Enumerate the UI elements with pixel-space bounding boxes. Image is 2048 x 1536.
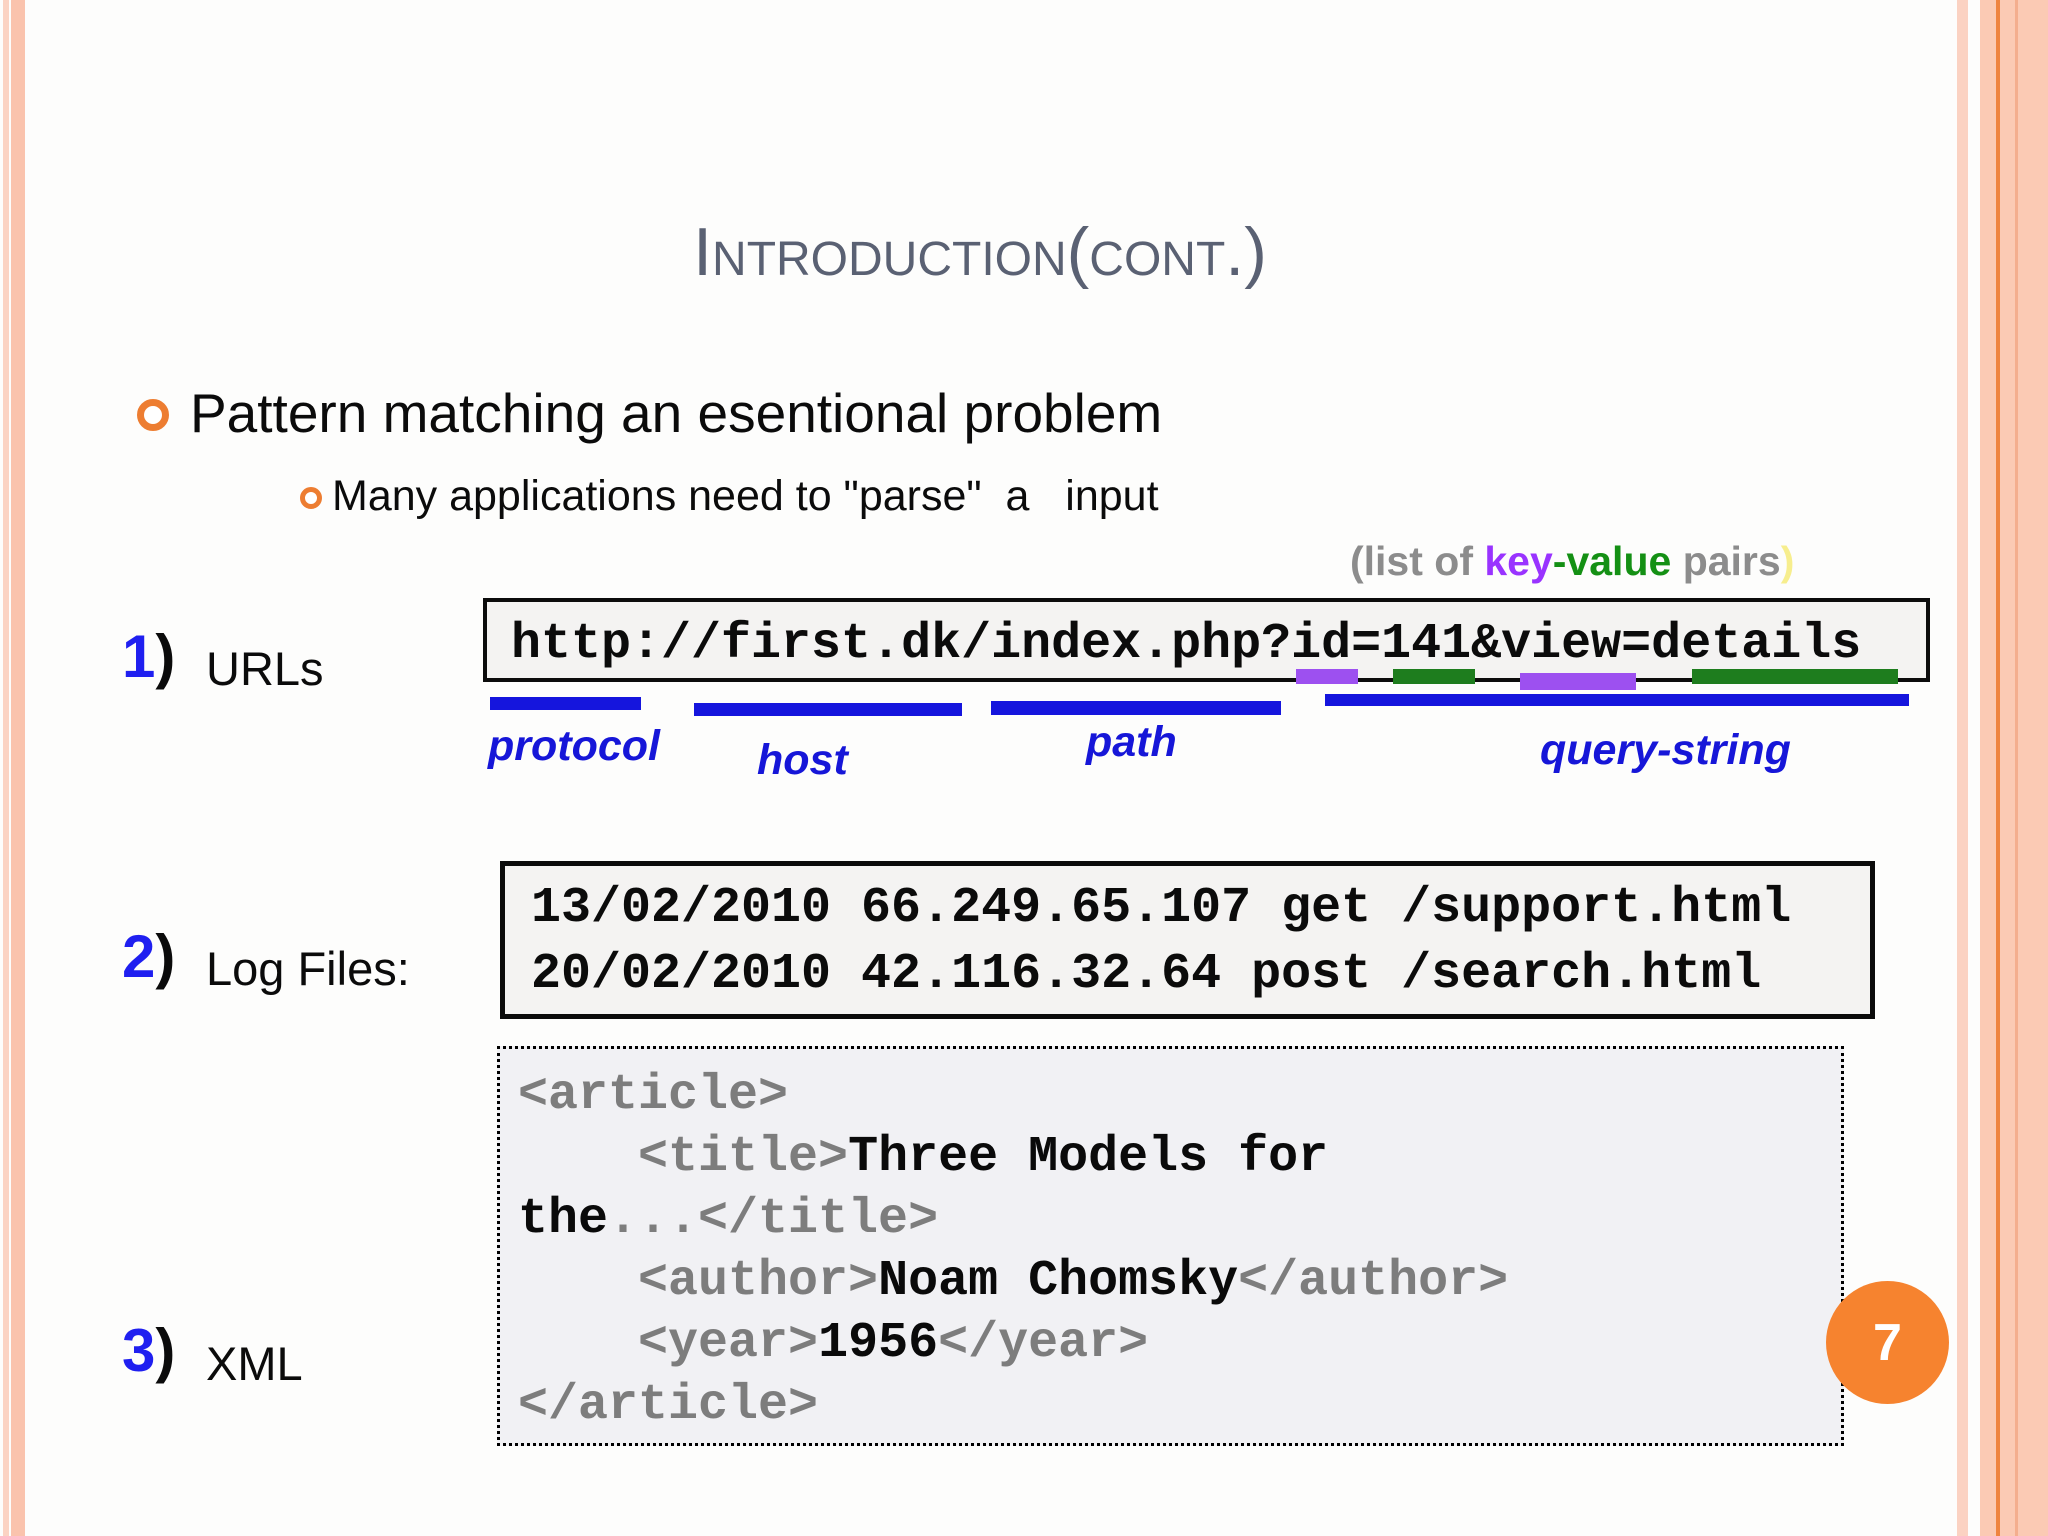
main-bullet-text: Pattern matching an esentional problem xyxy=(190,382,1163,444)
path-underline-bar xyxy=(991,701,1281,715)
xml-year-open-tag: <year> xyxy=(518,1315,819,1372)
item-3-paren: ) xyxy=(155,1317,176,1384)
key-value-annotation: (list of key-value pairs) xyxy=(1350,538,1794,585)
item-2-label: Log Files: xyxy=(206,942,410,995)
url-example-box: http://first.dk/index.php?id=141&view=de… xyxy=(483,598,1930,682)
xml-line-2: <title>Three Models for xyxy=(518,1127,1841,1189)
protocol-underline-bar xyxy=(490,697,641,710)
key-highlight-id-bar xyxy=(1296,669,1358,684)
annotation-key: key xyxy=(1484,538,1553,584)
item-2-digit: 2 xyxy=(122,923,156,990)
value-highlight-141-bar xyxy=(1393,669,1475,684)
item-3-number: 3) xyxy=(122,1316,175,1385)
xml-year-close-tag: </year> xyxy=(938,1315,1149,1372)
item-1-label: URLs xyxy=(206,642,324,695)
xml-year-text: 1956 xyxy=(818,1315,939,1372)
xml-author-text: Noam Chomsky xyxy=(878,1253,1239,1310)
bullet-ring-icon xyxy=(137,399,169,431)
xml-example-box: <article> <title>Three Models for the...… xyxy=(497,1046,1844,1446)
xml-line-1: <article> xyxy=(518,1065,1841,1127)
query-string-label: query-string xyxy=(1540,726,1791,774)
value-highlight-details-bar xyxy=(1692,669,1898,684)
annotation-prefix: (list of xyxy=(1350,538,1485,584)
xml-title-text: Three Models for xyxy=(848,1129,1329,1186)
page-number: 7 xyxy=(1873,1313,1902,1372)
path-label: path xyxy=(1086,718,1177,766)
left-border-stripe-wide xyxy=(11,0,25,1536)
right-border-band xyxy=(1980,0,2048,1536)
right-border-stripe-thin xyxy=(1957,0,1968,1536)
sub-bullet-text: Many applications need to "parse" a inpu… xyxy=(332,472,1159,520)
item-1-number: 1) xyxy=(122,622,175,691)
xml-article-open-tag: <article> xyxy=(518,1067,789,1124)
sub-bullet-ring-icon xyxy=(300,487,322,509)
slide-title: Introduction(cont.) xyxy=(693,214,1267,290)
protocol-label: protocol xyxy=(488,722,660,770)
xml-line-3: the...</title> xyxy=(518,1189,1841,1251)
host-label: host xyxy=(757,736,848,784)
item-1-digit: 1 xyxy=(122,623,156,690)
xml-article-close-tag: </article> xyxy=(518,1377,819,1434)
item-3-label: XML xyxy=(206,1337,303,1390)
log-files-box: 13/02/2010 66.249.65.107 get /support.ht… xyxy=(500,861,1875,1019)
xml-author-close-tag: </author> xyxy=(1238,1253,1509,1310)
right-border-subtle-line xyxy=(2015,0,2018,1536)
xml-line-6: </article> xyxy=(518,1375,1841,1437)
item-1-paren: ) xyxy=(155,623,176,690)
item-3-digit: 3 xyxy=(122,1317,156,1384)
annotation-suffix: pairs xyxy=(1671,538,1781,584)
host-underline-bar xyxy=(694,703,962,716)
annotation-value: -value xyxy=(1552,538,1672,584)
log-line-1: 13/02/2010 66.249.65.107 get /support.ht… xyxy=(531,880,1792,937)
log-line-2: 20/02/2010 42.116.32.64 post /search.htm… xyxy=(531,946,1762,1003)
left-border-stripe-thin xyxy=(3,0,9,1536)
query-string-underline-bar xyxy=(1325,694,1909,706)
item-2-paren: ) xyxy=(155,923,176,990)
key-highlight-view-bar xyxy=(1520,673,1636,690)
xml-line-4: <author>Noam Chomsky</author> xyxy=(518,1251,1841,1313)
xml-author-open-tag: <author> xyxy=(518,1253,879,1310)
url-text: http://first.dk/index.php?id=141&view=de… xyxy=(511,616,1862,673)
xml-title-close-tag: ...</title> xyxy=(608,1191,939,1248)
xml-title-open-tag: <title> xyxy=(518,1129,849,1186)
page-number-badge: 7 xyxy=(1826,1281,1949,1404)
xml-line-5: <year>1956</year> xyxy=(518,1313,1841,1375)
right-border-accent-line xyxy=(1996,0,2000,1536)
annotation-paren: ) xyxy=(1780,538,1795,584)
xml-title-text-wrap: the xyxy=(518,1191,609,1248)
item-2-number: 2) xyxy=(122,922,175,991)
